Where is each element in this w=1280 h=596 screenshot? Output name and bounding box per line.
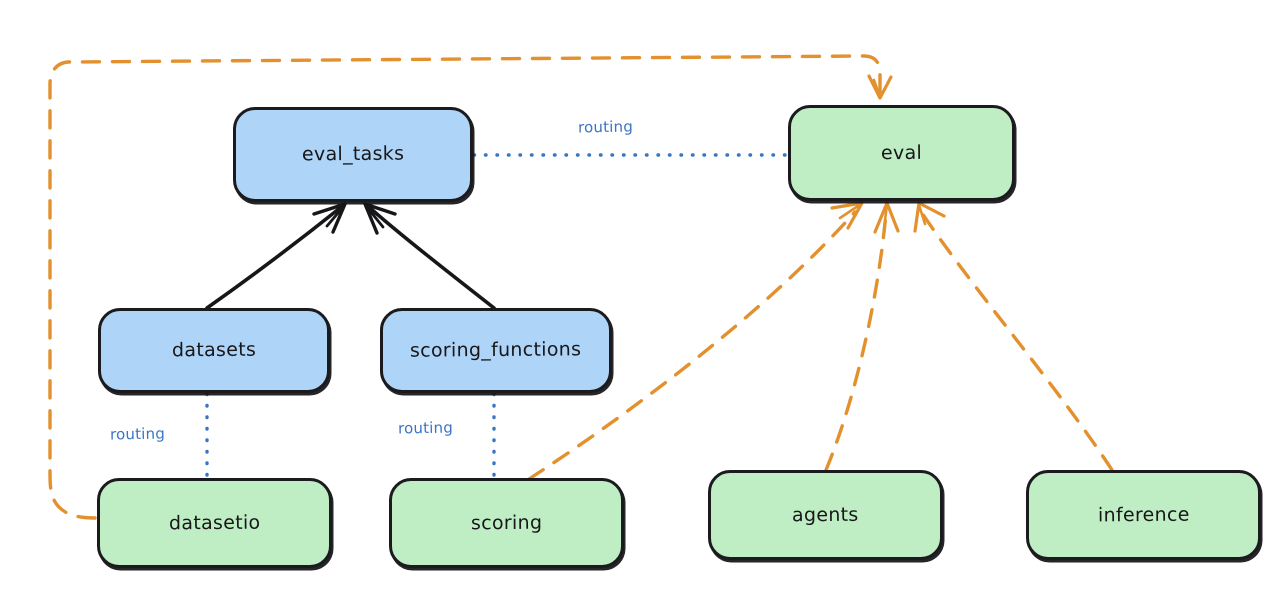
node-label-scoring: scoring — [470, 511, 543, 534]
node-label-eval: eval — [880, 141, 923, 164]
node-scoring-functions[interactable]: scoring_functions — [380, 308, 612, 393]
edge-label-routing-datasets-datasetio: routing — [109, 424, 166, 444]
node-datasets[interactable]: datasets — [98, 308, 330, 393]
node-scoring[interactable]: scoring — [389, 478, 624, 568]
node-label-inference: inference — [1097, 503, 1190, 526]
edge-label-routing-eval-tasks-eval: routing — [577, 117, 634, 137]
edge-datasets-eval_tasks — [205, 202, 347, 310]
node-label-datasetio: datasetio — [168, 511, 261, 534]
node-eval[interactable]: eval — [788, 105, 1015, 201]
edge-inference-eval — [913, 201, 1114, 472]
edge-scoring_functions-eval_tasks — [363, 202, 496, 310]
node-label-agents: agents — [792, 503, 859, 526]
node-label-scoring-functions: scoring_functions — [410, 338, 582, 362]
node-label-datasets: datasets — [171, 338, 257, 362]
edge-agents-eval — [824, 201, 900, 472]
node-inference[interactable]: inference — [1026, 470, 1261, 560]
node-datasetio[interactable]: datasetio — [97, 478, 332, 568]
node-label-eval-tasks: eval_tasks — [301, 142, 405, 166]
node-agents[interactable]: agents — [708, 470, 943, 560]
edge-label-routing-scoring-functions-scoring: routing — [397, 418, 454, 438]
node-eval-tasks[interactable]: eval_tasks — [233, 107, 473, 202]
